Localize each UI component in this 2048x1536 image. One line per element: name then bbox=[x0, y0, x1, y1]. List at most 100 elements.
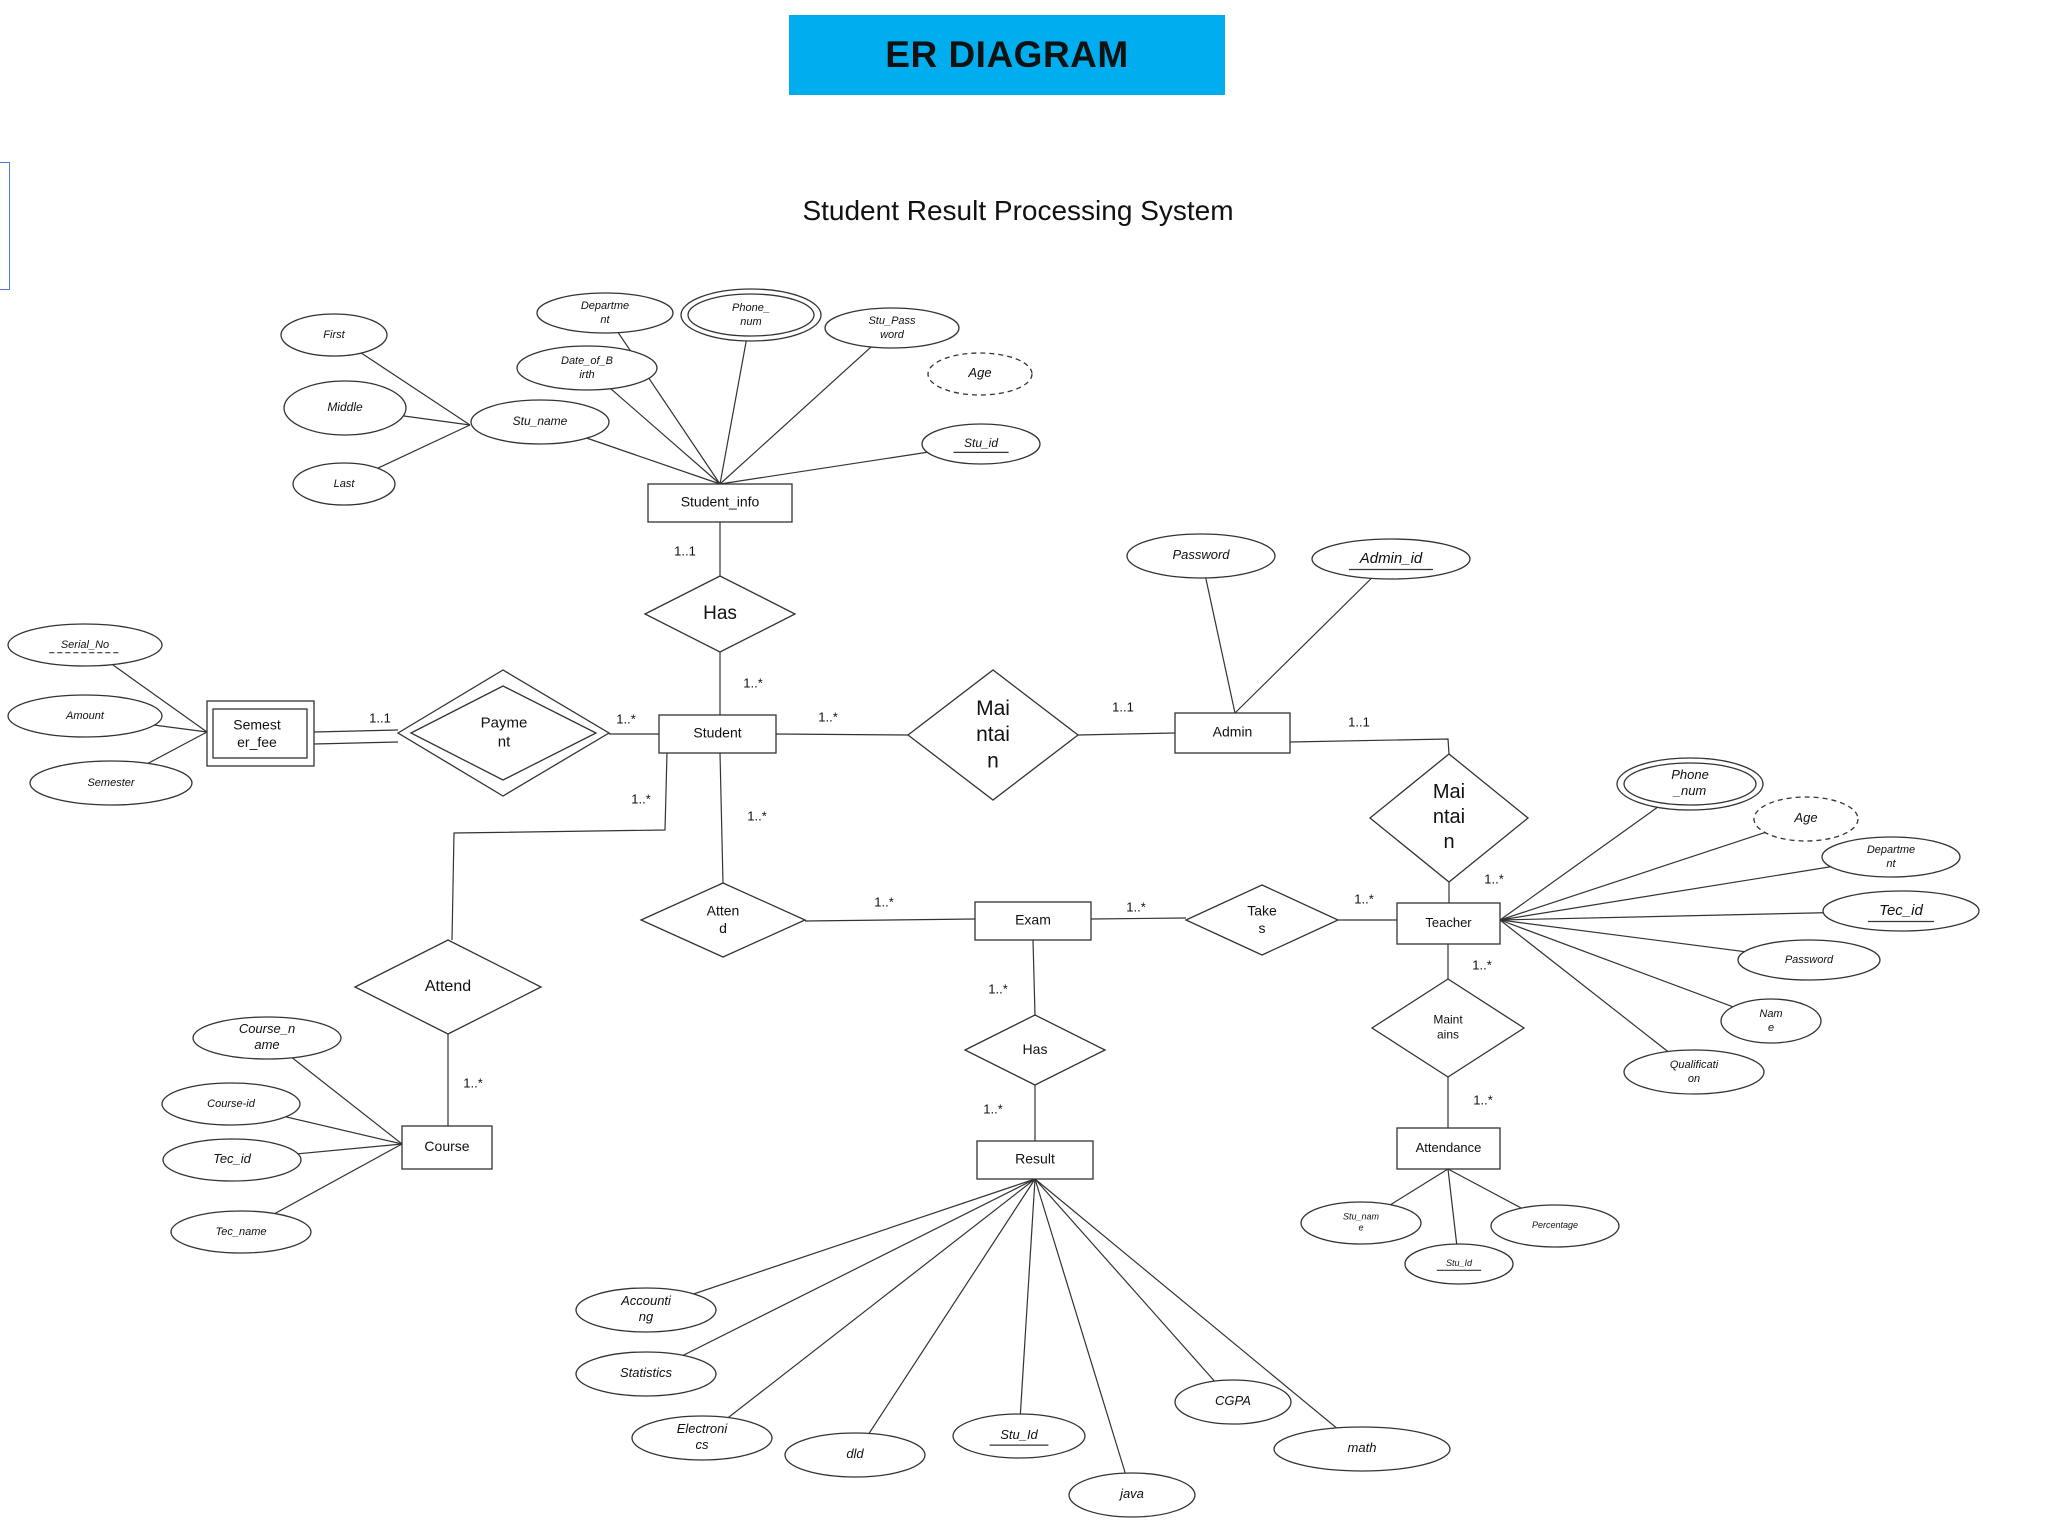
line-exam-has bbox=[1032, 939, 1036, 1016]
attribute-semester-label: Semester bbox=[87, 777, 135, 789]
left-edge-marker bbox=[0, 162, 10, 290]
attribute-java-oval bbox=[1068, 1472, 1196, 1518]
cardinality-student-attend-exam: 1..* bbox=[747, 808, 767, 823]
attribute-teacher-age-oval bbox=[1753, 796, 1859, 842]
entity-attendance-box bbox=[1396, 1127, 1501, 1170]
relationship-takes-diamond bbox=[1184, 884, 1340, 956]
attribute-electronics-oval bbox=[631, 1415, 773, 1461]
cardinality-maintain-teacher: 1..* bbox=[1484, 871, 1504, 886]
entity-student_info-box bbox=[647, 483, 793, 523]
attribute-statistics-oval bbox=[575, 1351, 717, 1397]
relationship-has-top-diamond bbox=[643, 575, 797, 653]
attribute-accounting-oval bbox=[575, 1287, 717, 1333]
cardinality-student-maintain: 1..* bbox=[818, 709, 838, 724]
attribute-stu-name-oval bbox=[470, 399, 610, 445]
cardinality-teacher-maintains: 1..* bbox=[1472, 957, 1492, 972]
attribute-link-teacher-department bbox=[1499, 856, 1892, 921]
entity-teacher-label: Teacher bbox=[1425, 915, 1472, 930]
attribute-phone-num-label: Phone_num bbox=[732, 302, 770, 328]
cardinality-maintain-admin: 1..1 bbox=[1112, 699, 1134, 714]
entity-semester-fee-inner-box bbox=[212, 708, 308, 759]
attribute-attendance-percentage-oval bbox=[1490, 1204, 1620, 1248]
entity-attendance-label: Attendance bbox=[1416, 1140, 1482, 1155]
entity-result-box bbox=[976, 1140, 1094, 1180]
entity-exam-label: Exam bbox=[1015, 912, 1051, 928]
attribute-link-math bbox=[1034, 1178, 1363, 1450]
entity-admin-label: Admin bbox=[1213, 724, 1253, 740]
cardinality-has-result: 1..* bbox=[983, 1101, 1003, 1116]
attribute-admin-id-label: Admin_id bbox=[1359, 550, 1423, 567]
attribute-link-dld bbox=[854, 1178, 1036, 1456]
cardinality-student-attend-course: 1..* bbox=[631, 791, 651, 806]
relationship-attend-course-label: Attend bbox=[425, 978, 471, 995]
cardinality-attend-course: 1..* bbox=[463, 1075, 483, 1090]
attribute-attendance-stu-id-oval bbox=[1404, 1243, 1514, 1285]
diagram-subtitle: Student Result Processing System bbox=[802, 195, 1234, 226]
entity-admin-box bbox=[1174, 712, 1291, 754]
relationship-has-result-label: Has bbox=[1023, 1041, 1048, 1057]
title-banner: ER DIAGRAM bbox=[789, 15, 1225, 95]
attribute-link-accounting bbox=[645, 1178, 1036, 1311]
relationship-attend-course-diamond bbox=[353, 939, 543, 1035]
attribute-last-label: Last bbox=[334, 478, 356, 490]
attribute-teacher-name-oval bbox=[1720, 998, 1822, 1044]
attribute-attendance-percentage-label: Percentage bbox=[1532, 1220, 1578, 1230]
attribute-teacher-tec-id-label: Tec_id bbox=[1879, 902, 1923, 919]
relationship-has-top-label: Has bbox=[703, 603, 737, 624]
attribute-stu-id-oval bbox=[921, 423, 1041, 465]
cardinality-admin-maintain: 1..1 bbox=[1348, 714, 1370, 729]
relationship-attend-exam-diamond bbox=[639, 882, 807, 958]
entity-student-box bbox=[658, 714, 777, 754]
attribute-first-oval bbox=[280, 313, 388, 357]
attribute-link-stu-password bbox=[719, 327, 893, 485]
attribute-course-id-label: Course-id bbox=[207, 1098, 256, 1110]
cardinality-takes-teacher: 1..* bbox=[1354, 891, 1374, 906]
attribute-link-electronics bbox=[701, 1178, 1036, 1439]
attribute-course-name-oval bbox=[192, 1016, 342, 1060]
entity-student_info-label: Student_info bbox=[681, 494, 760, 510]
entity-course-box bbox=[401, 1125, 493, 1170]
attribute-course-tec-id-oval bbox=[162, 1138, 302, 1182]
attribute-link-teacher-qualification bbox=[1499, 919, 1695, 1073]
attribute-teacher-tec-id-oval bbox=[1822, 890, 1980, 932]
attribute-middle-label: Middle bbox=[327, 400, 363, 414]
attribute-attendance-stu-name-oval bbox=[1300, 1201, 1422, 1245]
attribute-link-cgpa bbox=[1034, 1178, 1234, 1403]
attribute-course-tec-id-label: Tec_id bbox=[213, 1151, 252, 1166]
attribute-link-teacher-name bbox=[1499, 919, 1772, 1022]
attribute-attendance-stu-id-label: Stu_Id bbox=[1446, 1258, 1473, 1268]
attribute-last-oval bbox=[292, 462, 396, 506]
attribute-cgpa-oval bbox=[1174, 1379, 1292, 1425]
attribute-teacher-department-oval bbox=[1821, 836, 1961, 878]
attribute-serial-no-oval bbox=[7, 623, 163, 667]
attribute-link-phone-num bbox=[719, 314, 752, 485]
attribute-date-of-birth-oval bbox=[516, 345, 658, 391]
relationship-payment-inner-diamond bbox=[409, 685, 598, 781]
attribute-age-label: Age bbox=[967, 365, 991, 380]
attribute-teacher-password-oval bbox=[1737, 939, 1881, 981]
line-student-attend-course bbox=[451, 752, 668, 941]
attribute-link-teacher-age bbox=[1499, 818, 1807, 921]
attribute-link-admin-password bbox=[1200, 555, 1236, 714]
attribute-age-oval bbox=[927, 352, 1033, 396]
banner-title: ER DIAGRAM bbox=[885, 34, 1129, 75]
cardinality-semfee-pay: 1..1 bbox=[369, 710, 391, 725]
attribute-admin-password-label: Password bbox=[1172, 547, 1230, 562]
attribute-statistics-label: Statistics bbox=[620, 1365, 673, 1380]
attribute-dld-oval bbox=[784, 1432, 926, 1478]
attribute-teacher-qualification-oval bbox=[1623, 1049, 1765, 1095]
cardinality-exam-takes: 1..* bbox=[1126, 899, 1146, 914]
attribute-dld-label: dld bbox=[846, 1446, 864, 1461]
attribute-serial-no-label: Serial_No bbox=[61, 639, 109, 651]
attribute-first-label: First bbox=[323, 329, 345, 341]
attribute-teacher-phone-num-label: Phone_num bbox=[1671, 767, 1709, 798]
attribute-course-tec-name-label: Tec_name bbox=[216, 1226, 267, 1238]
line-semfee-payment-double bbox=[313, 741, 399, 745]
